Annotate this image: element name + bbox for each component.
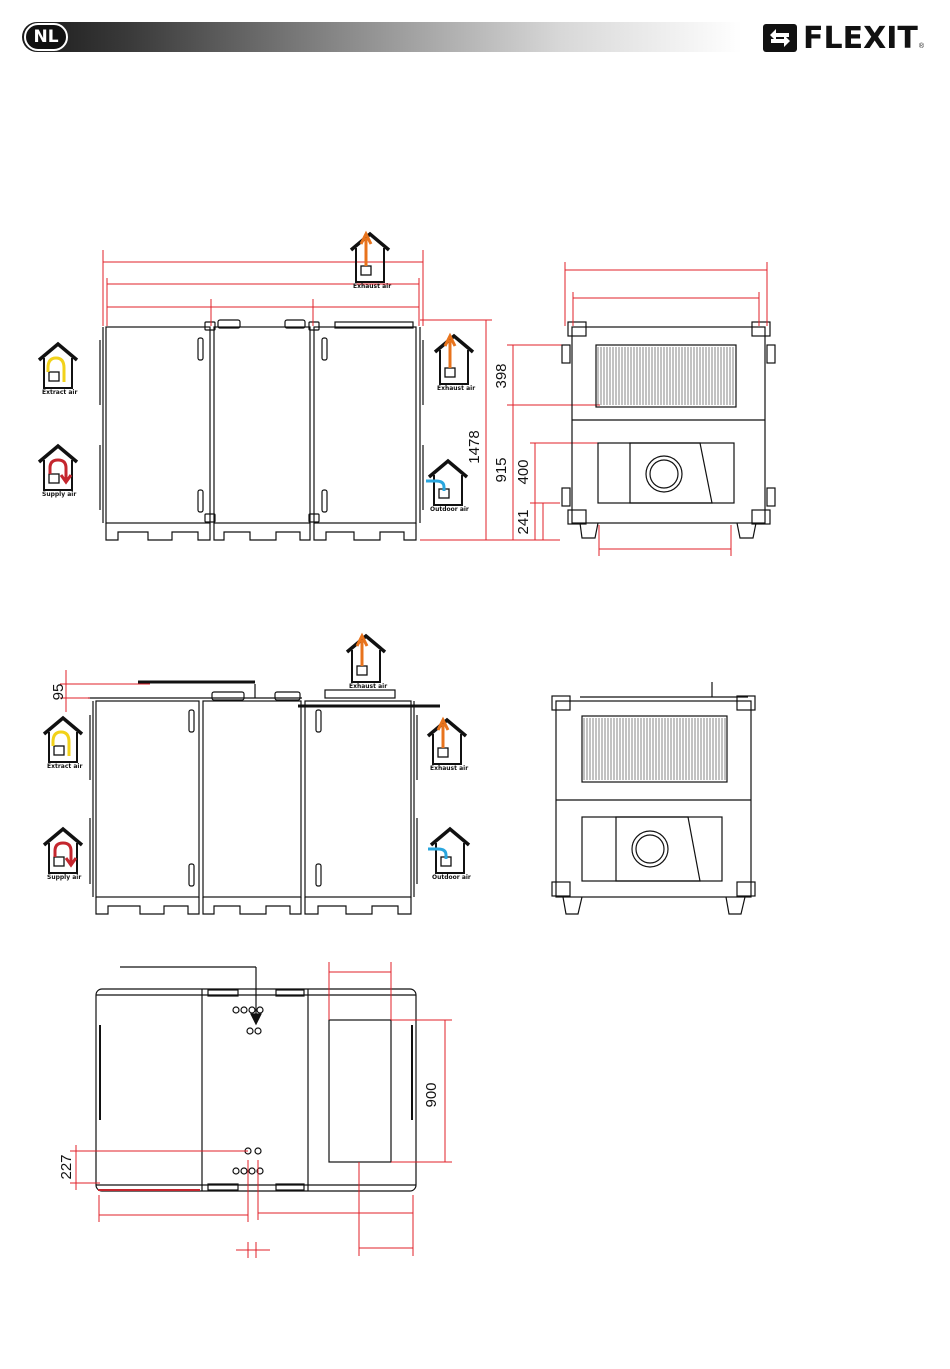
- lower-louvre-grille: [584, 718, 725, 780]
- exhaust-air-icon: Exhaust air: [435, 336, 475, 392]
- dimension-upper-duct: 398: [493, 363, 510, 388]
- front-elevation-dimensions: [103, 250, 600, 540]
- exhaust-air-icon: Exhaust air: [428, 720, 468, 772]
- side-elevation-dimensions: [565, 262, 767, 556]
- outdoor-air-label: Outdoor air: [432, 874, 471, 881]
- exhaust-air-label: Exhaust air: [349, 683, 387, 690]
- exhaust-air-label: Exhaust air: [353, 283, 391, 290]
- front-elevation-dimension-labels: 1478 398 915 400 241: [466, 363, 532, 534]
- front-elevation-variant-dimensions: [60, 670, 150, 712]
- extract-air-icon: Extract air: [44, 718, 82, 770]
- side-elevation-view: [562, 322, 775, 538]
- dimension-lower-duct: 400: [515, 459, 532, 484]
- front-elevation-variant-view: [88, 682, 440, 914]
- supply-air-icon: Supply air: [44, 829, 82, 881]
- front-elevation-variant-dimension-labels: 95: [50, 684, 67, 701]
- exhaust-air-icon: Exhaust air: [347, 636, 387, 690]
- top-plan-view: [96, 967, 416, 1191]
- outdoor-air-icon: Outdoor air: [426, 461, 469, 513]
- extract-air-label: Extract air: [47, 763, 82, 770]
- exhaust-air-label: Exhaust air: [437, 385, 475, 392]
- supply-air-icon: Supply air: [39, 446, 77, 498]
- outdoor-air-label: Outdoor air: [430, 506, 469, 513]
- dimension-top-offset: 95: [50, 684, 67, 701]
- outdoor-air-icon: Outdoor air: [428, 829, 471, 881]
- dimension-height-lower: 915: [493, 457, 510, 482]
- extract-air-icon: Extract air: [39, 344, 77, 396]
- supply-air-label: Supply air: [42, 491, 76, 498]
- dimension-height-total: 1478: [466, 430, 483, 463]
- extract-air-label: Extract air: [42, 389, 77, 396]
- top-plan-dimensions: [70, 962, 452, 1258]
- dimension-base-offset: 241: [515, 509, 532, 534]
- front-elevation-view: [100, 320, 423, 540]
- supply-air-label: Supply air: [47, 874, 81, 881]
- dimension-top-view-opening: 900: [423, 1082, 440, 1107]
- upper-louvre-grille: [598, 347, 733, 405]
- side-elevation-variant-view: [552, 682, 755, 914]
- dimension-top-view-offset: 227: [58, 1154, 75, 1179]
- top-plan-dimension-labels: 900 227: [58, 1082, 440, 1179]
- exhaust-air-label: Exhaust air: [430, 765, 468, 772]
